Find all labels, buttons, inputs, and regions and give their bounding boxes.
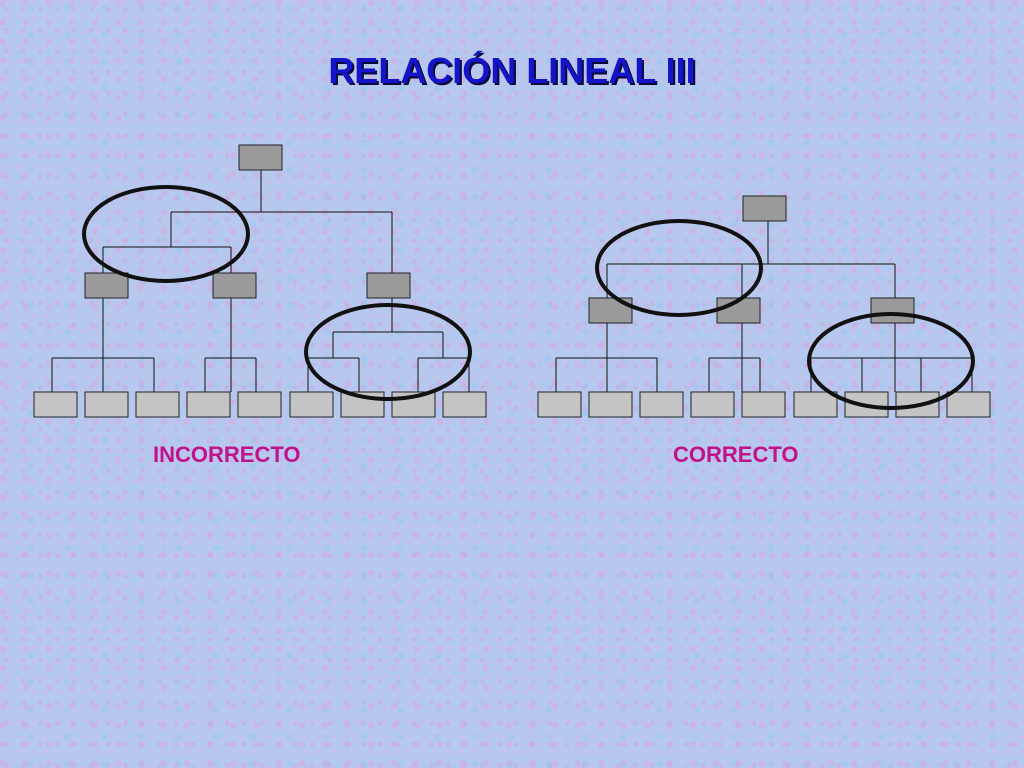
leaf-box [895, 391, 940, 418]
leaf-box [793, 391, 838, 418]
leaf-box [237, 391, 282, 418]
manager-box [84, 272, 129, 299]
caption-incorrect: INCORRECTO [153, 442, 301, 467]
leaf-box [946, 391, 991, 418]
caption-correct: CORRECTO [673, 442, 799, 467]
manager-box [212, 272, 257, 299]
leaf-box [33, 391, 78, 418]
leaf-box [289, 391, 334, 418]
manager-box [870, 297, 915, 324]
leaf-box [442, 391, 487, 418]
root-box [238, 144, 283, 171]
leaf-box [588, 391, 633, 418]
leaf-box [537, 391, 582, 418]
org-chart-correct [555, 221, 973, 392]
leaf-box [135, 391, 180, 418]
leaf-box [690, 391, 735, 418]
org-chart-correct-boxes [537, 195, 991, 418]
highlight-ellipse [595, 219, 763, 317]
slide-title: RELACIÓN LINEAL III [328, 50, 696, 91]
highlight-ellipse [82, 185, 250, 283]
highlight-ellipses-correct [595, 219, 975, 410]
leaf-box [741, 391, 786, 418]
leaf-box [84, 391, 129, 418]
org-chart-incorrect [51, 170, 470, 392]
root-box [742, 195, 787, 222]
highlight-ellipse [807, 312, 975, 410]
highlight-ellipses-incorrect [82, 185, 472, 401]
leaf-box [186, 391, 231, 418]
leaf-box [639, 391, 684, 418]
manager-box [366, 272, 411, 299]
highlight-ellipse [304, 303, 472, 401]
